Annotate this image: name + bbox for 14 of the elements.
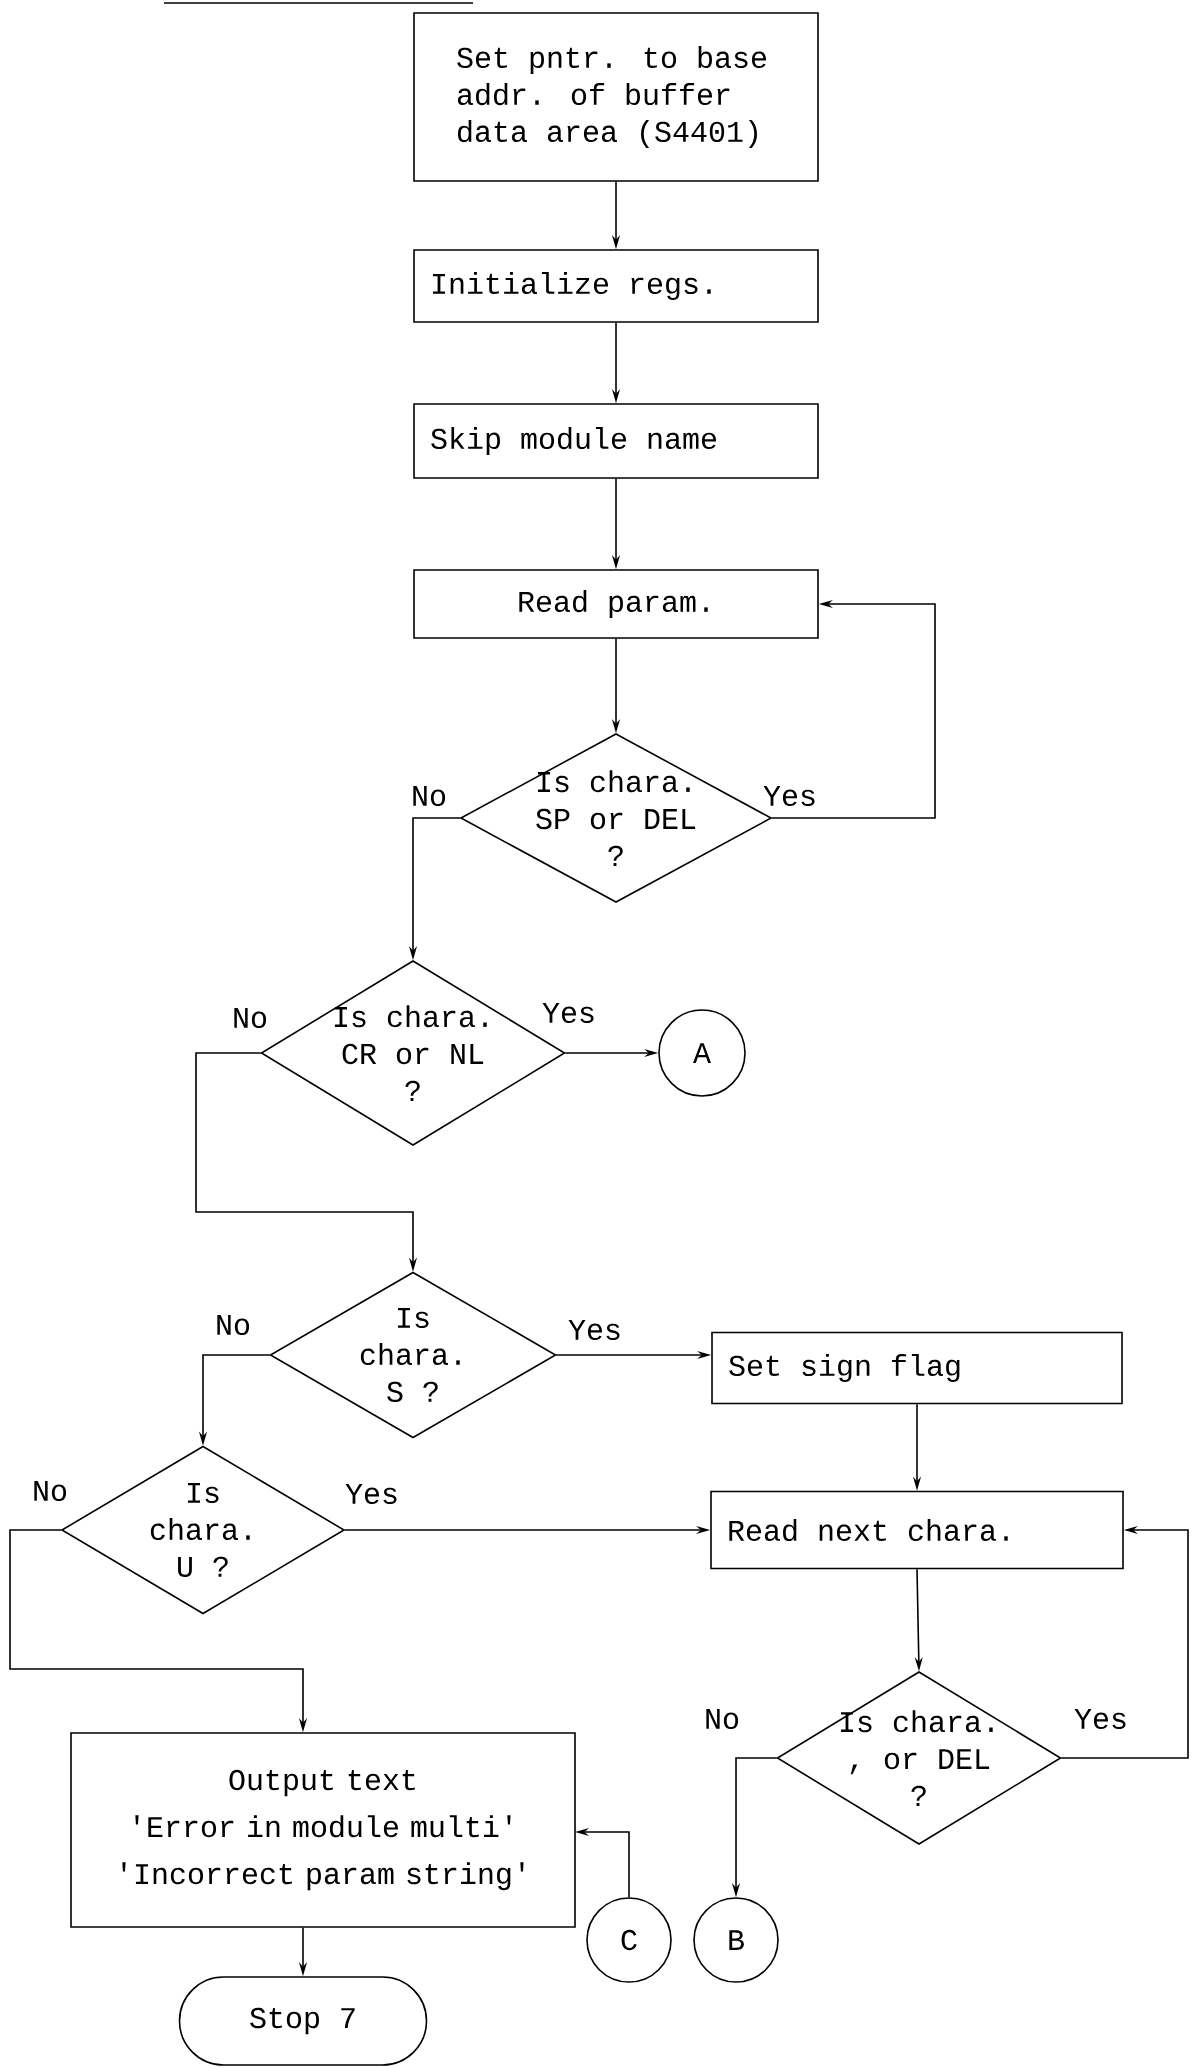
edge-label: Yes — [1072, 1707, 1130, 1732]
process-box: Set sign flag — [711, 1331, 1123, 1405]
edge-label: Yes — [566, 1318, 624, 1343]
edge-label: Yes — [343, 1482, 401, 1507]
process-box: Set pntr. to base addr. of buffer data area (S4401) — [413, 12, 819, 182]
process-box: Read param. — [413, 569, 819, 639]
terminal-box: Stop 7 — [178, 1976, 428, 2066]
process-box: Skip module name — [413, 403, 819, 479]
output-box: Output text 'Error in module multi' 'Incorrect param string' — [70, 1732, 576, 1928]
process-box: Read next chara. — [710, 1490, 1124, 1570]
process-box: Initialize regs. — [413, 249, 819, 323]
edge-label: No — [213, 1313, 253, 1338]
edge-label: No — [409, 784, 449, 809]
edge-label: No — [702, 1707, 742, 1732]
